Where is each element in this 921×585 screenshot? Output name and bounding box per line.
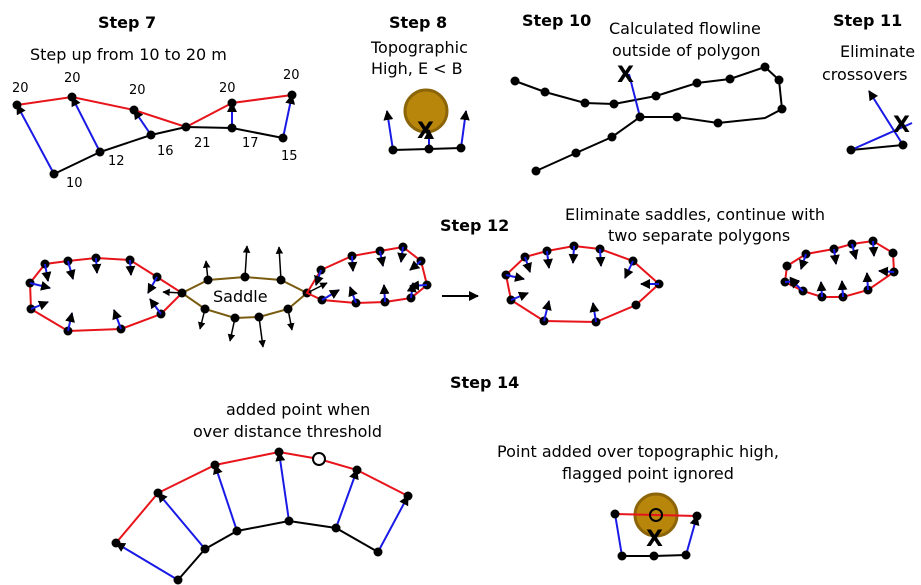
step12-right-vectors <box>314 246 428 304</box>
step7-old-contour <box>53 125 284 175</box>
step14-flag-x: X <box>646 527 663 552</box>
step12-saddle-vectors <box>162 245 328 348</box>
step12-title: Step 12 <box>440 216 509 235</box>
step14-right-new-contour <box>614 513 698 517</box>
step7-points <box>12 90 297 179</box>
step12-saddle-polygon <box>180 275 309 320</box>
step11-panel: Step 11 Eliminate crossovers X <box>822 11 915 155</box>
step14-right-points <box>610 509 702 561</box>
step14-new-contour <box>115 450 409 544</box>
step14-panel: Step 14 added point when over distance t… <box>111 373 779 585</box>
step7-label: 12 <box>108 154 125 169</box>
step14-right-vectors <box>614 513 700 557</box>
saddle-label: Saddle <box>213 287 268 306</box>
step11-segment <box>850 144 904 151</box>
step11-title: Step 11 <box>833 11 902 30</box>
step11-caption-line1: Eliminate <box>840 42 915 61</box>
step7-panel: Step 7 Step up from 10 to 20 m 20 20 20 … <box>12 13 300 191</box>
step8-caption-line2: High, E < B <box>371 59 463 78</box>
step7-new-contour <box>16 94 293 129</box>
step10-panel: Step 10 Calculated flowline outside of p… <box>510 11 787 176</box>
step12-right-polygon <box>305 245 429 305</box>
step8-flag-x: X <box>417 119 434 144</box>
step12-left-polygon <box>28 256 184 333</box>
step12-result-polygon-a-points <box>501 241 664 327</box>
step12-left-polygon-points <box>25 253 166 336</box>
step7-caption: Step up from 10 to 20 m <box>30 45 227 64</box>
step14-added-point-marker <box>649 508 663 522</box>
step12-caption-line2: two separate polygons <box>608 226 790 245</box>
step14-left-points <box>111 447 413 585</box>
step12-caption-line1: Eliminate saddles, continue with <box>565 205 825 224</box>
step7-label: 20 <box>129 83 146 98</box>
step12-result-polygon-a-vectors <box>505 245 659 323</box>
step11-points <box>846 140 908 155</box>
step14-right-caption-line2: flagged point ignored <box>562 464 734 483</box>
step14-left-caption-line1: added point when <box>226 400 370 419</box>
step7-label: 15 <box>281 149 298 164</box>
step12-panel: Step 12 Eliminate saddles, continue with… <box>25 205 899 348</box>
step14-left-caption-line2: over distance threshold <box>193 422 382 441</box>
step10-caption-line1: Calculated flowline <box>609 19 761 38</box>
step10-flag-x: X <box>617 63 634 88</box>
step11-caption-line2: crossovers <box>822 65 908 84</box>
step7-label: 20 <box>283 68 300 83</box>
step10-points <box>510 62 787 176</box>
step7-label: 20 <box>12 81 29 96</box>
step7-label: 10 <box>66 176 83 191</box>
step10-polygon <box>514 65 784 172</box>
step7-label: 21 <box>194 136 211 151</box>
step7-flow-vectors <box>16 94 296 175</box>
step14-right-caption-line1: Point added over topographic high, <box>497 442 779 461</box>
step10-flowline <box>628 73 641 118</box>
step8-title: Step 8 <box>389 13 447 32</box>
step11-flag-x: X <box>893 113 910 138</box>
step8-caption-line1: Topographic <box>370 38 468 57</box>
step14-left-vectors <box>115 451 409 581</box>
step8-panel: Step 8 Topographic High, E < B X <box>370 13 470 155</box>
step7-title: Step 7 <box>98 13 156 32</box>
step12-left-vectors <box>29 257 162 332</box>
step7-label: 20 <box>219 81 236 96</box>
step10-title: Step 10 <box>522 11 591 30</box>
added-point-marker <box>312 452 326 466</box>
step7-label: 17 <box>242 136 259 151</box>
step7-label: 16 <box>157 144 174 159</box>
step12-result-polygon-b-vectors <box>784 240 895 298</box>
step14-title: Step 14 <box>450 373 519 392</box>
step8-points <box>388 143 466 155</box>
step11-crossing-vectors <box>850 90 913 151</box>
step7-label: 20 <box>64 71 81 86</box>
step10-caption-line2: outside of polygon <box>612 41 761 60</box>
step14-old-contour <box>177 519 379 581</box>
